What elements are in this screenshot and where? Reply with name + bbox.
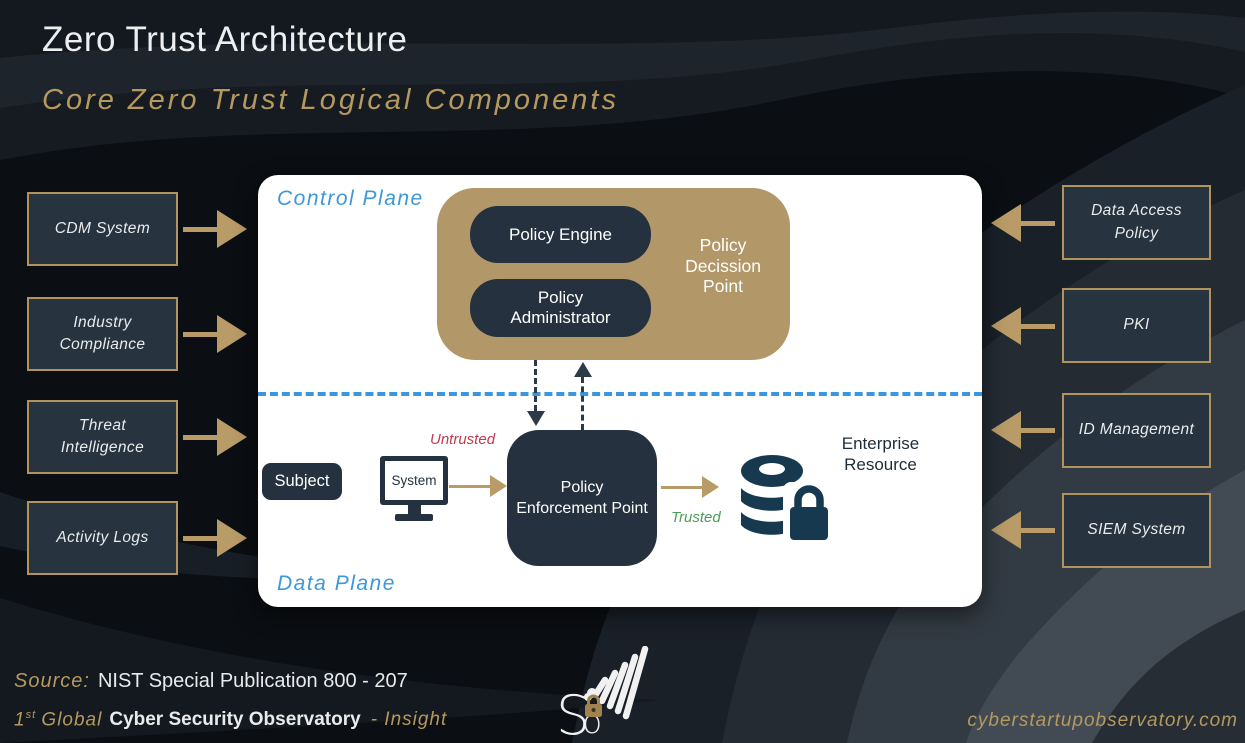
source-text: NIST Special Publication 800 - 207: [97, 670, 408, 692]
er-label-line: Resource: [844, 454, 917, 474]
input-box-siem-system: SIEM System: [1062, 493, 1211, 568]
system-monitor-icon: System: [380, 456, 448, 521]
zero-trust-core-panel: Control Plane Data Plane Policy Engine P…: [258, 175, 982, 607]
trusted-label: Trusted: [671, 509, 721, 526]
logo-lock-icon: [585, 694, 602, 717]
policy-administrator-label: Policy: [537, 288, 584, 307]
input-box-label: Industry Compliance: [59, 313, 146, 353]
brand-global: Global: [41, 709, 103, 731]
logo-letter-s: S: [556, 684, 590, 743]
page-subtitle: Core Zero Trust Logical Components: [42, 84, 619, 116]
input-box-label: Threat Intelligence: [60, 416, 145, 456]
observatory-logo-signal-lock-icon: S o: [556, 646, 649, 743]
policy-engine-label: Policy Engine: [508, 224, 612, 244]
brand-ordinal: st: [25, 709, 37, 721]
brand-line: 1st Global Cyber Security Observatory - In…: [14, 709, 447, 731]
brand-number: 1: [14, 709, 26, 731]
pdp-label-line: Point: [703, 276, 743, 296]
arrow-left-icon: [991, 411, 1055, 449]
policy-engine-box: Policy Engine: [470, 206, 651, 263]
subject-label: Subject: [274, 472, 330, 490]
input-box-label: ID Management: [1078, 421, 1195, 439]
policy-enforcement-point-box: Policy Enforcement Point: [507, 430, 657, 566]
control-plane-label: Control Plane: [277, 187, 424, 210]
input-box-label: PKI: [1123, 316, 1150, 334]
system-label: System: [385, 461, 443, 500]
brand-tagline: - Insight: [370, 709, 448, 731]
plane-separator-dashed-line: [258, 392, 982, 396]
dashed-arrow-up-icon: [581, 377, 584, 430]
source-prefix: Source:: [14, 670, 90, 692]
er-label-line: Enterprise: [841, 434, 920, 453]
arrow-right-icon: [183, 210, 247, 248]
input-box-label: Data Access Policy: [1091, 202, 1182, 242]
arrow-left-icon: [991, 511, 1055, 549]
input-box-id-management: ID Management: [1062, 393, 1211, 468]
pdp-label-line: Policy: [699, 235, 747, 255]
arrowhead-down-icon: [527, 411, 545, 426]
subject-box: Subject: [262, 463, 342, 500]
input-box-label: CDM System: [54, 219, 151, 237]
input-box-cdm-system: CDM System: [27, 192, 178, 266]
arrow-left-icon: [991, 307, 1055, 345]
arrowhead-up-icon: [574, 362, 592, 377]
input-box-industry-compliance: Industry Compliance: [27, 297, 178, 371]
input-box-threat-intelligence: Threat Intelligence: [27, 400, 178, 474]
policy-administrator-box: Policy Administrator: [470, 279, 651, 337]
pep-label-line: Enforcement Point: [516, 500, 648, 517]
policy-administrator-label: Administrator: [510, 308, 611, 327]
page-title: Zero Trust Architecture: [42, 20, 408, 59]
policy-decision-point-label: Policy Decission Point: [665, 235, 781, 297]
input-box-label: SIEM System: [1087, 521, 1186, 539]
arrow-right-icon: [183, 519, 247, 557]
pep-label-line: Policy: [560, 479, 604, 496]
input-box-pki: PKI: [1062, 288, 1211, 363]
website-url: cyberstartupobservatory.com: [967, 710, 1238, 731]
flow-arrow-icon: [449, 475, 507, 497]
pdp-label-line: Decission: [685, 255, 761, 276]
input-box-data-access-policy: Data Access Policy: [1062, 185, 1211, 260]
input-box-label: Activity Logs: [56, 528, 149, 546]
source-line: Source: NIST Special Publication 800 - 20…: [14, 670, 408, 693]
arrow-right-icon: [183, 315, 247, 353]
enterprise-resource-label: Enterprise Resource: [803, 434, 958, 475]
brand-name: Cyber Security Observatory: [109, 709, 361, 731]
data-plane-label: Data Plane: [277, 572, 396, 595]
dashed-arrow-down-icon: [534, 360, 537, 411]
arrow-left-icon: [991, 204, 1055, 242]
untrusted-label: Untrusted: [430, 431, 496, 448]
input-box-activity-logs: Activity Logs: [27, 501, 178, 575]
flow-arrow-icon: [661, 476, 719, 498]
database-lock-icon: [741, 455, 835, 544]
arrow-right-icon: [183, 418, 247, 456]
